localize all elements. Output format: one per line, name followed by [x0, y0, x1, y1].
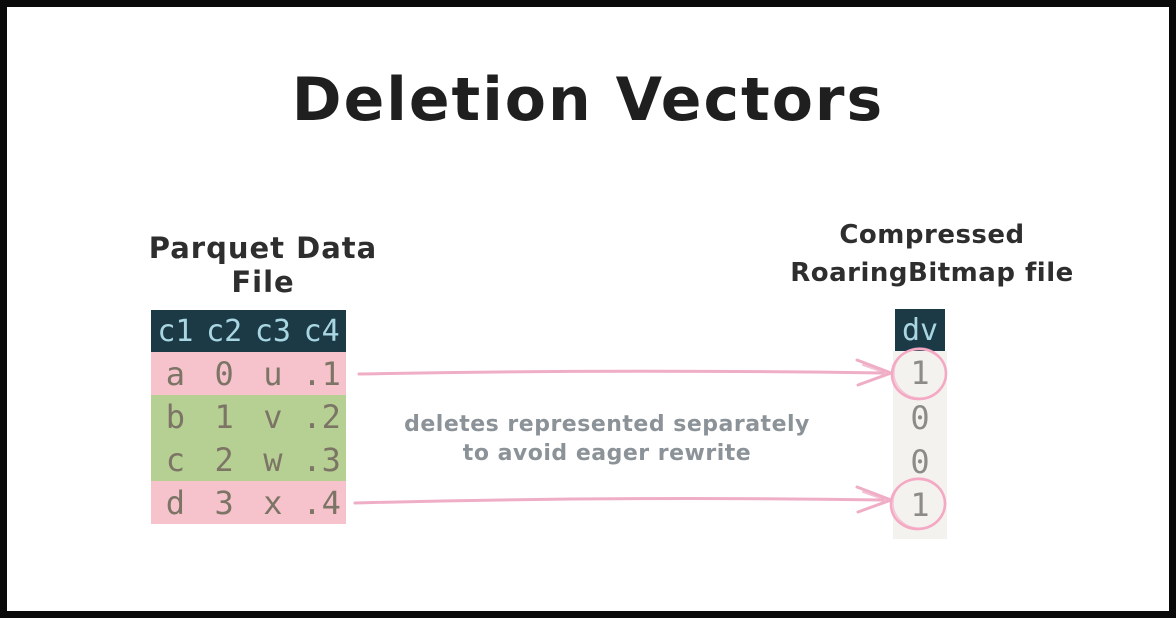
table-cell: .4	[302, 483, 341, 522]
table-cell: b	[165, 397, 185, 436]
table-cell: 2	[214, 440, 234, 479]
delete-arrow-row-4	[353, 485, 893, 514]
table-cell: .2	[302, 397, 341, 436]
parquet-table-header: c1 c2 c3 c4	[151, 310, 346, 352]
table-row-4-deleted: d 3 x .4	[151, 481, 346, 524]
table-cell: a	[165, 354, 185, 393]
diagram-title: Deletion Vectors	[291, 65, 885, 135]
table-cell: w	[263, 440, 283, 479]
dv-column-header: dv	[895, 309, 945, 351]
column-header-c2: c2	[206, 313, 243, 349]
annotation-note-line2: to avoid eager rewrite	[462, 441, 752, 467]
annotation-note: deletes represented separately to avoid …	[367, 410, 847, 468]
parquet-file-label: Parquet Data File	[148, 231, 378, 299]
table-cell: .1	[302, 354, 341, 393]
column-header-c4: c4	[303, 313, 340, 349]
table-cell: 1	[214, 397, 234, 436]
column-header-c3: c3	[254, 313, 291, 349]
roaringbitmap-label-line1: Compressed	[839, 220, 1025, 250]
table-row-3: c 2 w .3	[151, 438, 346, 481]
table-cell: c	[165, 440, 185, 479]
dv-value-3: 0	[910, 443, 930, 481]
parquet-table: c1 c2 c3 c4 a 0 u .1 b 1 v .2 c 2 w .3 d…	[151, 310, 346, 524]
table-row-2: b 1 v .2	[151, 395, 346, 438]
dv-value-4: 1	[910, 486, 930, 524]
annotation-note-line1: deletes represented separately	[404, 412, 810, 437]
dv-value-2: 0	[910, 399, 930, 437]
table-row-1-deleted: a 0 u .1	[151, 352, 346, 395]
column-header-c1: c1	[157, 313, 194, 349]
table-cell: u	[263, 354, 283, 393]
table-cell: x	[263, 483, 283, 522]
roaringbitmap-label-line2: RoaringBitmap file	[790, 257, 1074, 288]
table-cell: d	[165, 483, 185, 522]
dv-value-1: 1	[910, 354, 930, 392]
dv-column: 1 0 0 1	[893, 351, 947, 539]
table-cell: .3	[302, 440, 341, 479]
table-cell: 0	[214, 354, 234, 393]
table-cell: v	[263, 397, 283, 436]
delete-arrow-row-1	[357, 358, 893, 387]
roaringbitmap-file-label: Compressed RoaringBitmap file	[782, 217, 1082, 292]
table-cell: 3	[214, 483, 234, 522]
